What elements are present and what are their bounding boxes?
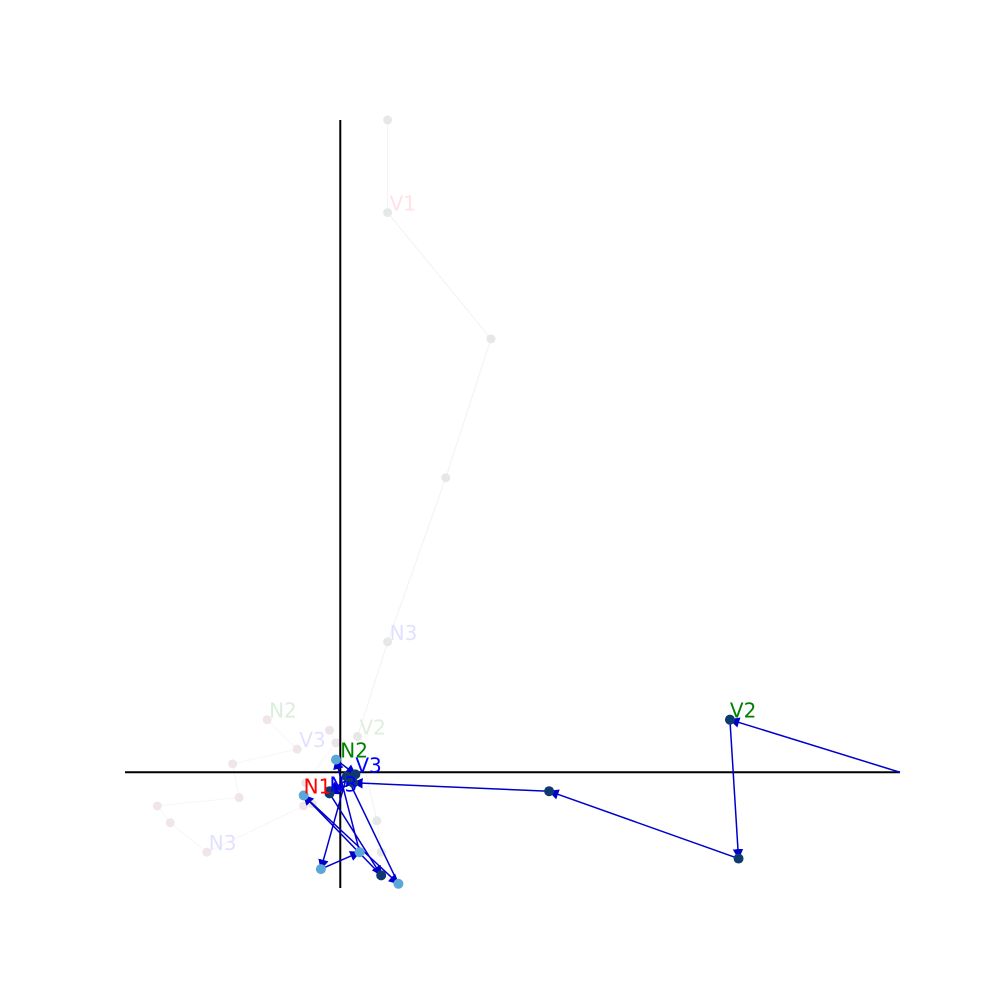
faded-label: V1: [390, 192, 416, 216]
trajectory-segment-8: [346, 775, 400, 885]
faded-point-4: [383, 637, 393, 647]
faded-point-2: [486, 334, 496, 344]
faded-point-1: [331, 738, 341, 748]
faded-point-1: [383, 208, 393, 218]
trajectory-point-12: [330, 754, 341, 765]
trajectory-point-2: [733, 853, 744, 864]
trajectory-segment-6: [302, 794, 382, 876]
trajectory-segment-2: [548, 789, 739, 860]
trajectory-segment-9: [318, 776, 348, 871]
faded-point-1: [292, 744, 302, 754]
faded-label: N3: [209, 831, 237, 855]
faded-point-2: [301, 778, 311, 788]
faded-series-line: [356, 120, 492, 853]
axes-layer: [125, 120, 900, 888]
annotation-label-v3: V3: [355, 753, 381, 777]
trajectory-point-11: [354, 847, 365, 858]
trajectory-point-7: [298, 790, 309, 801]
trajectory-segment-7: [303, 794, 400, 885]
faded-label: N3: [390, 621, 418, 645]
trajectory-point-13: [350, 769, 361, 780]
trajectory-point-3: [544, 786, 555, 797]
trajectory-segment-10: [320, 851, 361, 870]
faded-point-4: [152, 801, 162, 811]
annotation-label-n2: N2: [340, 739, 368, 763]
faded-point-7: [299, 801, 309, 811]
trajectory-segment-1: [729, 719, 744, 860]
faded-point-5: [353, 732, 362, 742]
trajectory-point-4: [348, 777, 359, 788]
faded-point-6: [372, 816, 382, 826]
faded-label: V2: [360, 716, 386, 740]
annotation-label-n1: N1: [304, 774, 332, 798]
faded-label: N2: [269, 699, 297, 723]
faded-series-line: [156, 719, 304, 853]
trajectory-point-10: [315, 864, 326, 875]
faded-label: V3: [299, 728, 325, 752]
faded-point-2: [228, 759, 238, 769]
faded-point-5: [165, 818, 175, 828]
faded-point-6: [202, 847, 212, 857]
trajectory-point-9: [341, 771, 352, 782]
trajectory-point-1: [724, 714, 735, 725]
trajectory-segment-3: [352, 777, 550, 792]
trajectory-segment-11: [333, 758, 361, 853]
faded-point-3: [234, 793, 244, 803]
faded-point-0: [262, 715, 272, 725]
annotation-label-v2: V2: [730, 699, 756, 723]
trajectory-point-8: [393, 878, 404, 889]
annotation-label-n3: N3: [330, 772, 358, 796]
faded-point-0: [325, 725, 335, 735]
faded-point-3: [441, 473, 451, 483]
trajectory-point-6: [376, 870, 387, 881]
trajectory-layer: [298, 714, 901, 889]
trajectory-point-14: [324, 786, 335, 797]
faded-series-line: [305, 729, 337, 805]
trajectory-segment-0: [728, 717, 901, 773]
faded-point-7: [376, 847, 386, 857]
faded-point-0: [383, 115, 393, 125]
